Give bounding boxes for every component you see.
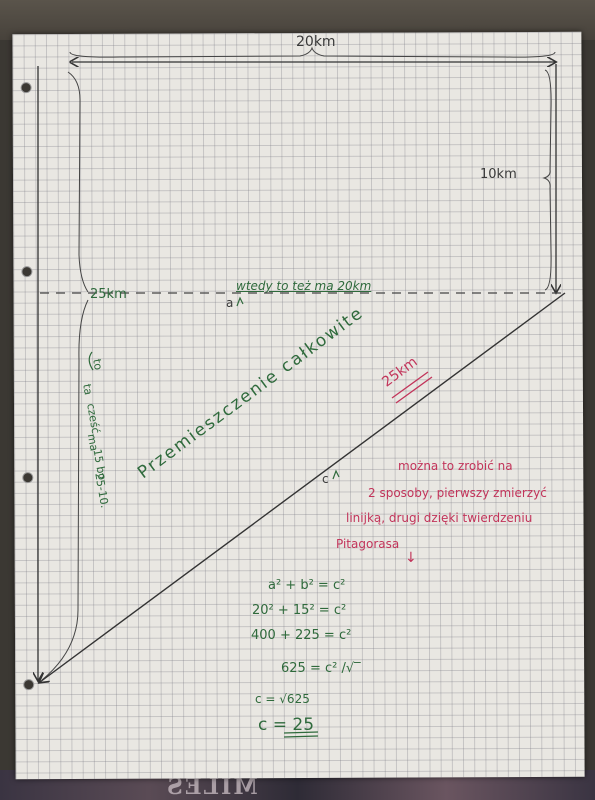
right-height-label: 10km <box>480 167 517 182</box>
left-brace-upper <box>67 71 89 293</box>
equation-3: 400 + 225 = c² <box>251 628 352 643</box>
red-note-3: linijką, drugi dzięki twierdzeniu <box>346 511 533 525</box>
side-note-2: ta <box>80 382 95 397</box>
red-note-arrow: ↓ <box>405 550 417 566</box>
red-note-4: Pitagorasa <box>336 537 400 551</box>
label-c: c <box>322 472 329 486</box>
label-a: a <box>226 296 234 310</box>
side-pointer <box>88 351 94 371</box>
right-brace <box>542 69 552 291</box>
c-pointer <box>332 469 340 480</box>
a-pointer <box>236 296 244 307</box>
left-brace-lower <box>41 299 89 681</box>
equation-2: 20² + 15² = c² <box>252 603 347 618</box>
underline-25 <box>283 731 319 738</box>
equation-5: c = √625 <box>255 692 310 706</box>
top-brace <box>69 46 556 58</box>
underline-25km <box>391 371 433 404</box>
diagonal-arrow <box>40 292 566 682</box>
equation-1: a² + b² = c² <box>268 578 346 593</box>
dashed-note: wtedy to też ma 20km <box>236 279 372 293</box>
red-note-2: 2 sposoby, pierwszy zmierzyć <box>368 486 547 500</box>
equation-6: c = 25 <box>258 715 315 735</box>
side-note-1: to <box>90 357 105 372</box>
equation-4: 625 = c² /√‾ <box>281 661 361 676</box>
red-note-1: można to zrobić na <box>398 459 513 473</box>
top-width-label: 20km <box>296 34 336 50</box>
left-mid-label: 25km <box>90 287 127 302</box>
